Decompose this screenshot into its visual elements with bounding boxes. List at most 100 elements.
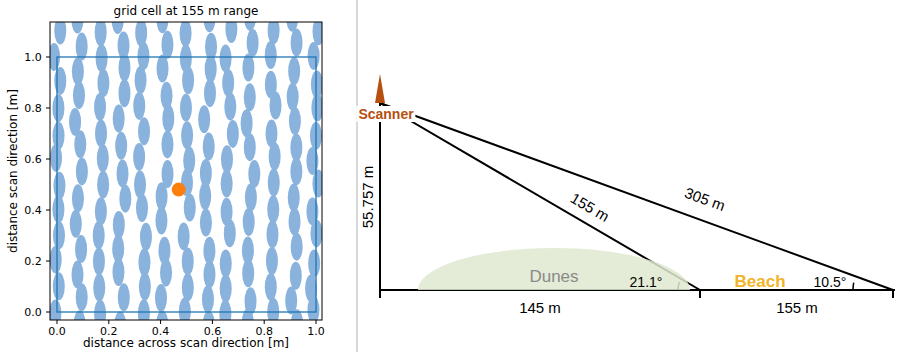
footprint-ellipse (118, 31, 130, 59)
footprint-ellipse (267, 298, 279, 320)
footprint-ellipse (156, 22, 168, 33)
tick-label: 0.2 (100, 326, 118, 337)
axis-label: distance scan direction [m] (7, 89, 19, 253)
footprint-ellipse (289, 208, 301, 236)
footprint-ellipse (290, 157, 302, 185)
footprint-ellipse (180, 22, 192, 47)
footprint-ellipse (268, 22, 280, 44)
footprint-ellipse (93, 274, 105, 302)
footprint-ellipse (181, 121, 193, 149)
footprint-ellipse (266, 247, 278, 275)
tick-label: 0.0 (24, 307, 42, 318)
footprint-ellipse (119, 185, 131, 213)
footprint-ellipse (244, 133, 256, 161)
tick-label: 1.0 (307, 326, 325, 337)
panel-separator (357, 0, 358, 352)
footprint-ellipse (53, 221, 65, 249)
footprint-ellipse (290, 262, 302, 290)
footprint-ellipse (308, 249, 320, 277)
footprint-ellipse (247, 29, 259, 57)
footprint-ellipse (308, 42, 320, 70)
axis-ticks (46, 57, 316, 324)
footprint-ellipse (225, 22, 237, 43)
footprint-ellipse (94, 93, 106, 121)
footprint-ellipse (204, 22, 216, 32)
footprint-ellipse (94, 300, 106, 320)
tick (212, 320, 213, 324)
footprint-ellipse (265, 71, 277, 99)
tick-label: 0.8 (24, 103, 42, 114)
footprint-ellipse (265, 120, 277, 148)
footprint-ellipse (157, 55, 169, 83)
cell-center-dot (172, 183, 186, 197)
footprint-ellipse (221, 145, 233, 173)
footprint-ellipse (268, 169, 280, 197)
footprint-ellipse (115, 132, 127, 160)
tick-label: 0.4 (24, 205, 42, 216)
tick (46, 159, 50, 160)
footprint-ellipse (291, 29, 303, 57)
footprint-ellipse (73, 81, 85, 109)
footprint-ellipse (202, 285, 214, 313)
footprint-ellipse (219, 300, 231, 320)
footprint-ellipse (50, 246, 62, 274)
footprint-ellipse (221, 170, 233, 198)
footprint-ellipse (285, 287, 297, 315)
footprint-ellipse (288, 57, 300, 85)
scanner-label: Scanner (356, 106, 415, 122)
angle-label: 21.1° (630, 275, 663, 289)
footprint-ellipse (241, 109, 253, 137)
footprint-ellipse (290, 133, 302, 161)
footprint-ellipse (286, 22, 298, 32)
footprint-ellipse (180, 94, 192, 122)
region-label: Dunes (529, 268, 578, 290)
footprint-ellipse (203, 237, 215, 265)
footprint-ellipse (244, 83, 256, 111)
footprint-ellipse (133, 92, 145, 120)
footprint-ellipse (162, 160, 174, 188)
footprint-ellipse (220, 44, 232, 72)
dune-fill (418, 248, 690, 290)
footprint-ellipse (138, 117, 150, 145)
footprint-ellipse (312, 22, 322, 45)
footprint-ellipse (183, 147, 195, 175)
footprint-ellipse (305, 274, 317, 302)
dimension: 55.757 m (360, 166, 375, 229)
footprint-ellipse (242, 236, 254, 264)
footprint-ellipse (139, 273, 151, 301)
footprint-ellipse (53, 122, 65, 150)
footprint-ellipse (134, 171, 146, 199)
angle-label: 10.5° (814, 275, 847, 289)
footprint-ellipse (76, 157, 88, 185)
footprint-ellipse (221, 198, 233, 226)
footprint-ellipse (140, 223, 152, 251)
footprint-ellipse (243, 208, 255, 236)
footprint-ellipse (244, 22, 256, 31)
dimension: 155 m (776, 300, 818, 315)
footprint-ellipse (113, 211, 125, 239)
tick (46, 108, 50, 109)
footprint-ellipse (161, 130, 173, 158)
footprint-ellipse (71, 22, 83, 34)
footprint-ellipse (200, 159, 212, 187)
footprint-ellipse (161, 82, 173, 110)
footprint-ellipse (113, 105, 125, 133)
footprint-ellipse (180, 45, 192, 73)
height-line (379, 103, 381, 290)
tick (379, 290, 381, 298)
footprint-ellipse (112, 235, 124, 263)
footprint-ellipse (72, 57, 84, 85)
tick-label: 1.0 (24, 52, 42, 63)
angle-arc (852, 283, 854, 290)
footprint-ellipse (220, 250, 232, 278)
footprint-ellipse (54, 67, 66, 95)
footprint-ellipse (97, 171, 109, 199)
tick (108, 320, 109, 324)
footprint-ellipse (200, 209, 212, 237)
footprint-ellipse (220, 274, 232, 302)
tick (46, 210, 50, 211)
footprint-ellipse (182, 247, 194, 275)
tick (57, 320, 58, 324)
plot-title: grid cell at 155 m range (114, 5, 259, 17)
